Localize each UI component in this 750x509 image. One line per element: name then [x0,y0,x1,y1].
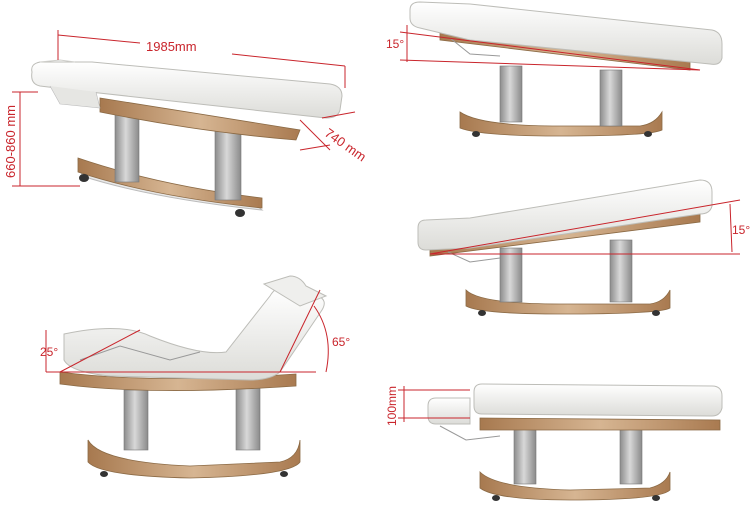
table-overview [31,59,343,217]
length-label: 1985mm [146,39,197,54]
table-contoured [59,275,328,479]
angle-lines-mid [429,199,741,255]
angle-lines-contoured [45,289,329,373]
dimension-lines-head-drop [398,386,470,422]
height-range-label: 660-860 mm [3,105,18,178]
tilt-angle-top-label: 15° [386,37,405,51]
back-angle-label: 65° [332,335,351,349]
head-drop-label: 100mm [385,385,399,426]
angle-lines-top [399,25,701,71]
dimension-lines-overview [12,30,356,187]
tilt-angle-mid-label: 15° [732,223,750,237]
leg-angle-label: 25° [40,345,59,359]
table-head-drop [427,383,723,501]
table-tilt-15-top [409,1,723,137]
